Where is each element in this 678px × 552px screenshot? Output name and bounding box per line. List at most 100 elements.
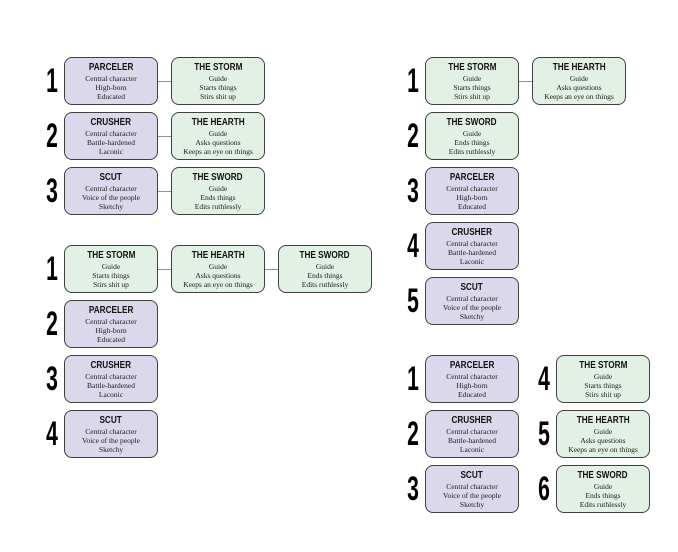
card-trait: Sketchy xyxy=(459,499,485,509)
card-trait: Educated xyxy=(458,389,486,399)
card-the-sword: THE SWORD Guide Ends things Edits ruthle… xyxy=(556,465,650,513)
card-title: CRUSHER xyxy=(451,414,493,426)
card-trait: Stirs shit up xyxy=(93,279,129,289)
connector-line xyxy=(158,190,171,192)
diagram-row: 3 PARCELER Central character High-born E… xyxy=(401,167,626,215)
row-number: 3 xyxy=(407,172,419,210)
card-scut: SCUT Central character Voice of the peop… xyxy=(64,167,158,215)
card-trait: Ends things xyxy=(585,490,621,500)
card-parceler: PARCELER Central character High-born Edu… xyxy=(425,355,519,403)
diagram-row: 4 SCUT Central character Voice of the pe… xyxy=(40,410,372,458)
row-number: 3 xyxy=(46,360,58,398)
row-number: 3 xyxy=(407,470,419,508)
card-parceler: PARCELER Central character High-born Edu… xyxy=(425,167,519,215)
card-the-hearth: THE HEARTH Guide Asks questions Keeps an… xyxy=(556,410,650,458)
row-number: 2 xyxy=(46,117,58,155)
connector-line xyxy=(158,135,171,137)
card-title: THE STORM xyxy=(193,61,243,73)
card-trait: Asks questions xyxy=(195,137,241,147)
card-trait: Battle-hardened xyxy=(448,247,496,257)
card-trait: Asks questions xyxy=(195,270,241,280)
card-title: PARCELER xyxy=(449,359,495,371)
card-title: THE HEARTH xyxy=(191,116,245,128)
diagram-row: 2 PARCELER Central character High-born E… xyxy=(40,300,372,348)
card-trait: Central character xyxy=(85,73,137,83)
group-middle-left: 1 THE STORM Guide Starts things Stirs sh… xyxy=(40,245,372,458)
card-trait: Battle-hardened xyxy=(448,435,496,445)
diagram-row: 1 THE STORM Guide Starts things Stirs sh… xyxy=(40,245,372,293)
card-title: THE STORM xyxy=(86,249,136,261)
card-trait: Starts things xyxy=(584,380,622,390)
card-trait: Educated xyxy=(97,334,125,344)
row-number: 1 xyxy=(407,62,419,100)
group-bottom-right-guides: 4 THE STORM Guide Starts things Stirs sh… xyxy=(532,355,650,513)
card-trait: Sketchy xyxy=(459,311,485,321)
card-trait: Central character xyxy=(85,183,137,193)
card-trait: Voice of the people xyxy=(82,435,140,445)
row-number: 4 xyxy=(46,415,58,453)
card-trait: Guide xyxy=(462,128,482,138)
card-trait: Central character xyxy=(85,426,137,436)
connector-line xyxy=(158,268,171,270)
group-top-right: 1 THE STORM Guide Starts things Stirs sh… xyxy=(401,57,626,325)
card-crusher: CRUSHER Central character Battle-hardene… xyxy=(64,112,158,160)
diagram-row: 1 PARCELER Central character High-born E… xyxy=(401,355,519,403)
card-trait: Central character xyxy=(446,293,498,303)
card-trait: Starts things xyxy=(92,270,130,280)
row-number: 1 xyxy=(46,62,58,100)
row-number: 5 xyxy=(538,415,550,453)
card-trait: Battle-hardened xyxy=(87,380,135,390)
card-trait: Guide xyxy=(593,371,613,381)
row-number: 2 xyxy=(46,305,58,343)
card-scut: SCUT Central character Voice of the peop… xyxy=(64,410,158,458)
card-trait: Guide xyxy=(208,261,228,271)
card-trait: Keeps an eye on things xyxy=(183,146,253,156)
card-trait: Guide xyxy=(208,183,228,193)
card-trait: Ends things xyxy=(454,137,490,147)
card-scut: SCUT Central character Voice of the peop… xyxy=(425,277,519,325)
diagram-row: 2 CRUSHER Central character Battle-harde… xyxy=(401,410,519,458)
connector-line xyxy=(158,80,171,82)
card-trait: Educated xyxy=(97,91,125,101)
card-trait: Guide xyxy=(208,128,228,138)
card-title: CRUSHER xyxy=(90,359,132,371)
connector-line xyxy=(265,268,278,270)
card-trait: Guide xyxy=(462,73,482,83)
diagram-row: 5 THE HEARTH Guide Asks questions Keeps … xyxy=(532,410,650,458)
card-the-storm: THE STORM Guide Starts things Stirs shit… xyxy=(64,245,158,293)
connector-line xyxy=(519,80,532,82)
card-trait: Stirs shit up xyxy=(585,389,621,399)
card-trait: Central character xyxy=(446,481,498,491)
card-title: THE HEARTH xyxy=(552,61,606,73)
card-title: THE STORM xyxy=(447,61,497,73)
card-title: PARCELER xyxy=(88,304,134,316)
card-trait: Keeps an eye on things xyxy=(568,444,638,454)
row-number: 1 xyxy=(46,250,58,288)
card-trait: Edits ruthlessly xyxy=(194,201,242,211)
card-crusher: CRUSHER Central character Battle-hardene… xyxy=(425,410,519,458)
card-parceler: PARCELER Central character High-born Edu… xyxy=(64,57,158,105)
card-trait: Edits ruthlessly xyxy=(448,146,496,156)
card-trait: High-born xyxy=(95,82,127,92)
card-title: CRUSHER xyxy=(451,226,493,238)
card-trait: Starts things xyxy=(453,82,491,92)
card-parceler: PARCELER Central character High-born Edu… xyxy=(64,300,158,348)
card-trait: Central character xyxy=(446,371,498,381)
card-crusher: CRUSHER Central character Battle-hardene… xyxy=(425,222,519,270)
card-title: SCUT xyxy=(99,414,123,426)
card-trait: Sketchy xyxy=(98,444,124,454)
card-title: PARCELER xyxy=(88,61,134,73)
row-number: 1 xyxy=(407,360,419,398)
card-trait: Asks questions xyxy=(580,435,626,445)
card-trait: High-born xyxy=(456,192,488,202)
group-bottom-right-characters: 1 PARCELER Central character High-born E… xyxy=(401,355,519,513)
row-number: 3 xyxy=(46,172,58,210)
card-the-sword: THE SWORD Guide Ends things Edits ruthle… xyxy=(171,167,265,215)
card-title: SCUT xyxy=(99,171,123,183)
card-trait: Central character xyxy=(85,371,137,381)
card-trait: Asks questions xyxy=(556,82,602,92)
card-title: SCUT xyxy=(460,281,484,293)
card-trait: Edits ruthlessly xyxy=(301,279,349,289)
card-title: THE SWORD xyxy=(299,249,351,261)
card-trait: Laconic xyxy=(98,146,124,156)
